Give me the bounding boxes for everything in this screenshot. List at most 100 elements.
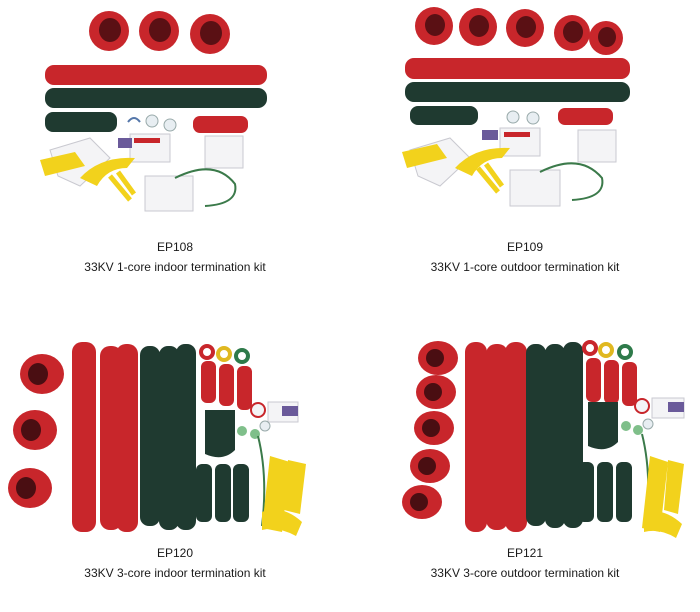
sealing-cap <box>259 420 271 432</box>
black-tube-short <box>233 464 249 522</box>
abrasive-strip <box>668 402 684 412</box>
black-tube <box>176 344 196 530</box>
phase-marker-green <box>234 348 250 364</box>
black-tube <box>545 344 565 528</box>
product-description: 33KV 1-core indoor termination kit <box>84 260 266 274</box>
cleaning-tissue-pack <box>577 129 617 163</box>
sealing-cap <box>506 110 520 124</box>
phase-marker-green <box>617 344 633 360</box>
sealing-cap <box>250 402 266 418</box>
product-description: 33KV 1-core outdoor termination kit <box>430 260 620 274</box>
black-tube-short <box>410 106 478 125</box>
red-tube-short <box>201 361 216 403</box>
product-description: 33KV 3-core outdoor termination kit <box>430 566 620 580</box>
red-tube-short <box>237 366 252 410</box>
black-tube-short <box>196 464 212 522</box>
black-tube-short <box>616 462 632 522</box>
black-tube <box>526 344 546 526</box>
parts-envelope <box>144 175 194 212</box>
yellow-spacer <box>476 162 505 194</box>
yellow-spacer <box>108 170 137 202</box>
black-tube-long <box>45 88 267 108</box>
red-tube-short <box>558 108 613 125</box>
sealing-cap <box>633 425 643 435</box>
black-tube-short <box>45 112 117 132</box>
sealing-cap <box>621 421 631 431</box>
red-tube-long <box>45 65 267 85</box>
product-code: EP108 <box>156 240 194 254</box>
product-code: EP120 <box>156 546 194 560</box>
red-ring <box>554 15 590 51</box>
earth-wire <box>174 168 237 207</box>
yellow-scraper <box>284 460 306 514</box>
yellow-scraper <box>402 144 447 168</box>
parts-envelope <box>509 169 561 207</box>
product-photo-ep121 <box>402 340 685 538</box>
red-ring <box>89 11 129 51</box>
sealing-cap <box>526 111 540 125</box>
phase-marker-red <box>582 340 598 356</box>
red-ring <box>190 14 230 54</box>
red-boot <box>8 468 52 508</box>
red-ring <box>139 11 179 51</box>
product-photo-ep109 <box>402 7 630 207</box>
product-card-ep108[interactable]: EP108 33KV 1-core indoor termination kit <box>0 0 350 306</box>
black-tube-short <box>597 462 613 522</box>
instruction-label <box>504 132 530 137</box>
phase-marker-yellow <box>216 346 232 362</box>
red-boot <box>414 411 454 445</box>
red-boot <box>410 449 450 483</box>
red-tube <box>465 342 487 532</box>
black-tube <box>140 346 160 526</box>
red-ring <box>415 7 453 45</box>
red-boot <box>402 485 442 519</box>
cleaning-tissue-pack <box>204 135 244 169</box>
sealing-cap <box>642 418 654 430</box>
product-card-ep120[interactable]: EP120 33KV 3-core indoor termination kit <box>0 306 350 612</box>
product-photo-ep108 <box>40 11 267 212</box>
yellow-scraper <box>80 157 135 186</box>
red-boot <box>416 375 456 409</box>
yellow-scraper <box>40 152 85 176</box>
red-ring <box>506 9 544 47</box>
black-tube-short <box>578 462 594 522</box>
red-tube <box>505 342 527 532</box>
red-boot <box>20 354 64 394</box>
abrasive-strip <box>118 138 132 148</box>
red-tube-short <box>193 116 248 133</box>
breakout-glove <box>588 402 618 450</box>
red-boot <box>13 410 57 450</box>
red-boot <box>418 341 458 375</box>
red-tube-short <box>604 360 619 404</box>
red-tube-long <box>405 58 630 79</box>
yellow-scraper <box>664 460 684 514</box>
product-code: EP109 <box>506 240 544 254</box>
product-card-ep109[interactable]: EP109 33KV 1-core outdoor termination ki… <box>350 0 700 306</box>
sealing-cap <box>163 118 177 132</box>
red-tube <box>116 344 138 532</box>
earth-wire <box>539 162 604 201</box>
instruction-label <box>134 138 160 143</box>
sealing-cap <box>634 398 650 414</box>
yellow-spacer <box>644 511 682 538</box>
red-tube <box>72 342 96 532</box>
product-card-ep121[interactable]: EP121 33KV 3-core outdoor termination ki… <box>350 306 700 612</box>
black-tube-long <box>405 82 630 102</box>
red-ring <box>459 8 497 46</box>
phase-marker-yellow <box>598 342 614 358</box>
product-code: EP121 <box>506 546 544 560</box>
red-tube-short <box>219 364 234 406</box>
red-tube-short <box>586 358 601 402</box>
red-tube-short <box>622 362 637 406</box>
red-ring <box>589 21 623 55</box>
product-description: 33KV 3-core indoor termination kit <box>84 566 266 580</box>
black-tube-short <box>215 464 231 522</box>
phase-marker-red <box>199 344 215 360</box>
breakout-glove <box>205 410 235 458</box>
black-tube <box>159 346 179 530</box>
abrasive-strip <box>282 406 298 416</box>
product-photo-ep120 <box>8 342 306 536</box>
abrasive-strip <box>482 130 498 140</box>
sealing-cap <box>237 426 247 436</box>
yellow-scraper <box>455 147 510 176</box>
